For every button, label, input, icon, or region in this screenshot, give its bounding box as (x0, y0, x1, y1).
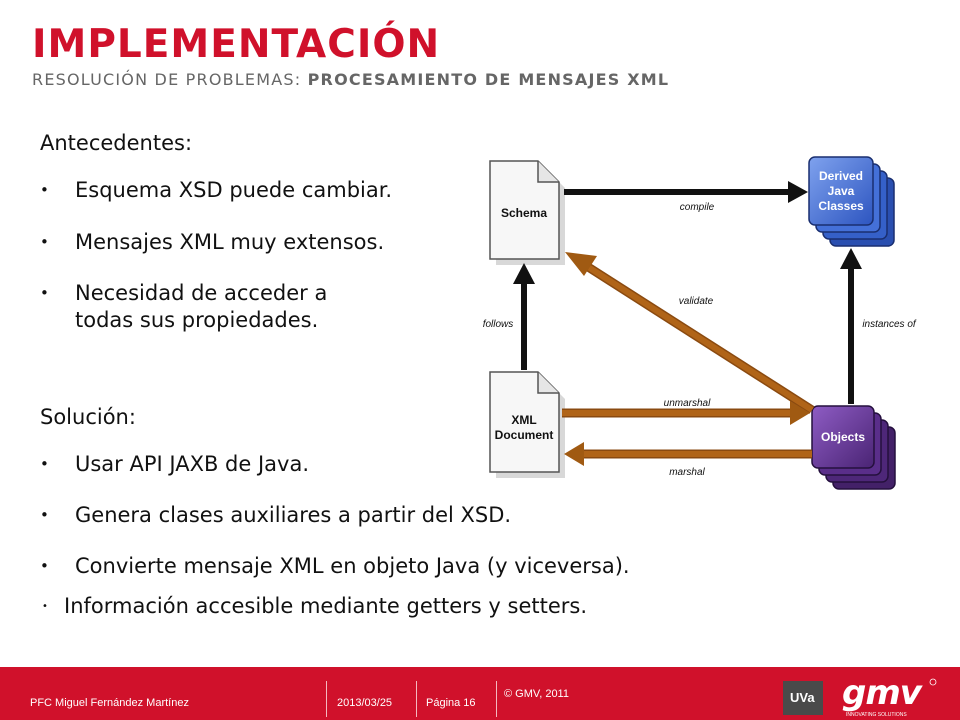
bullet-dot: • (40, 506, 49, 524)
footer-author: PFC Miguel Fernández Martínez (30, 697, 189, 709)
gmv-tagline: INNOVATING SOLUTIONS (846, 712, 907, 718)
bullet-text: todas sus propiedades. (75, 308, 319, 332)
instances-of-arrow: instances of (840, 248, 917, 404)
subtitle-topic: PROCESAMIENTO DE MENSAJES XML (307, 70, 670, 89)
bullet-text: Genera clases auxiliares a partir del XS… (75, 503, 512, 527)
unmarshal-label: unmarshal (664, 398, 711, 409)
uva-logo-text: UVa (790, 690, 815, 705)
unmarshal-arrow: unmarshal (562, 398, 810, 425)
bullet-text: Mensajes XML muy extensos. (75, 230, 385, 254)
footer-copyright: © GMV, 2011 (504, 688, 569, 700)
bullet-text: Esquema XSD puede cambiar. (75, 178, 393, 202)
slide-footer: PFC Miguel Fernández Martínez 2013/03/25… (0, 667, 960, 720)
slide-subtitle: RESOLUCIÓN DE PROBLEMAS: PROCESAMIENTO D… (32, 70, 669, 89)
marshal-label: marshal (669, 467, 705, 478)
follows-arrow: follows (483, 263, 535, 370)
compile-label: compile (680, 202, 715, 213)
objects-icon: Objects (811, 405, 896, 490)
validate-label: validate (679, 296, 714, 307)
derived-label-3: Classes (818, 199, 864, 213)
validate-arrow: validate (565, 252, 815, 414)
bullet-dot: • (40, 284, 49, 302)
bullet-text: Información accesible mediante getters y… (64, 594, 588, 618)
bullet-text: Usar API JAXB de Java. (75, 452, 310, 476)
xml-document-icon: XML Document (489, 371, 565, 478)
bullet-dot: • (42, 601, 48, 612)
gmv-logo-text: gmv (842, 673, 924, 713)
footer-page-number: Página 16 (426, 697, 476, 709)
uva-logo: UVa (783, 681, 823, 715)
bullet-dot: • (40, 181, 49, 199)
schema-document-icon: Schema (489, 160, 565, 265)
antecedentes-heading: Antecedentes: (40, 131, 193, 155)
xml-document-label-1: XML (511, 413, 536, 427)
marshal-arrow: marshal (564, 442, 812, 478)
bullet-dot: • (40, 455, 49, 473)
footer-separator (326, 681, 327, 717)
bullet-dot: • (40, 557, 49, 575)
bullet-text: Necesidad de acceder a (75, 281, 328, 305)
bullet-text: Convierte mensaje XML en objeto Java (y … (75, 554, 630, 578)
schema-label: Schema (501, 206, 547, 220)
bullet-dot: • (40, 233, 49, 251)
jaxb-diagram: Schema XML Document Derived Java Classes… (483, 156, 917, 490)
derived-label-2: Java (828, 184, 855, 198)
compile-arrow: compile (564, 181, 808, 213)
objects-label: Objects (821, 430, 865, 444)
solucion-heading: Solución: (40, 405, 136, 429)
subtitle-prefix: RESOLUCIÓN DE PROBLEMAS: (32, 70, 302, 89)
xml-document-label-2: Document (495, 428, 554, 442)
footer-separator (496, 681, 497, 717)
derived-java-classes-icon: Derived Java Classes (808, 156, 895, 247)
follows-label: follows (483, 319, 514, 330)
gmv-logo: gmv INNOVATING SOLUTIONS (842, 673, 937, 718)
instances-of-label: instances of (862, 319, 917, 330)
derived-label-1: Derived (819, 169, 863, 183)
footer-separator (416, 681, 417, 717)
footer-date: 2013/03/25 (337, 697, 393, 709)
slide-title: IMPLEMENTACIÓN (32, 22, 441, 67)
